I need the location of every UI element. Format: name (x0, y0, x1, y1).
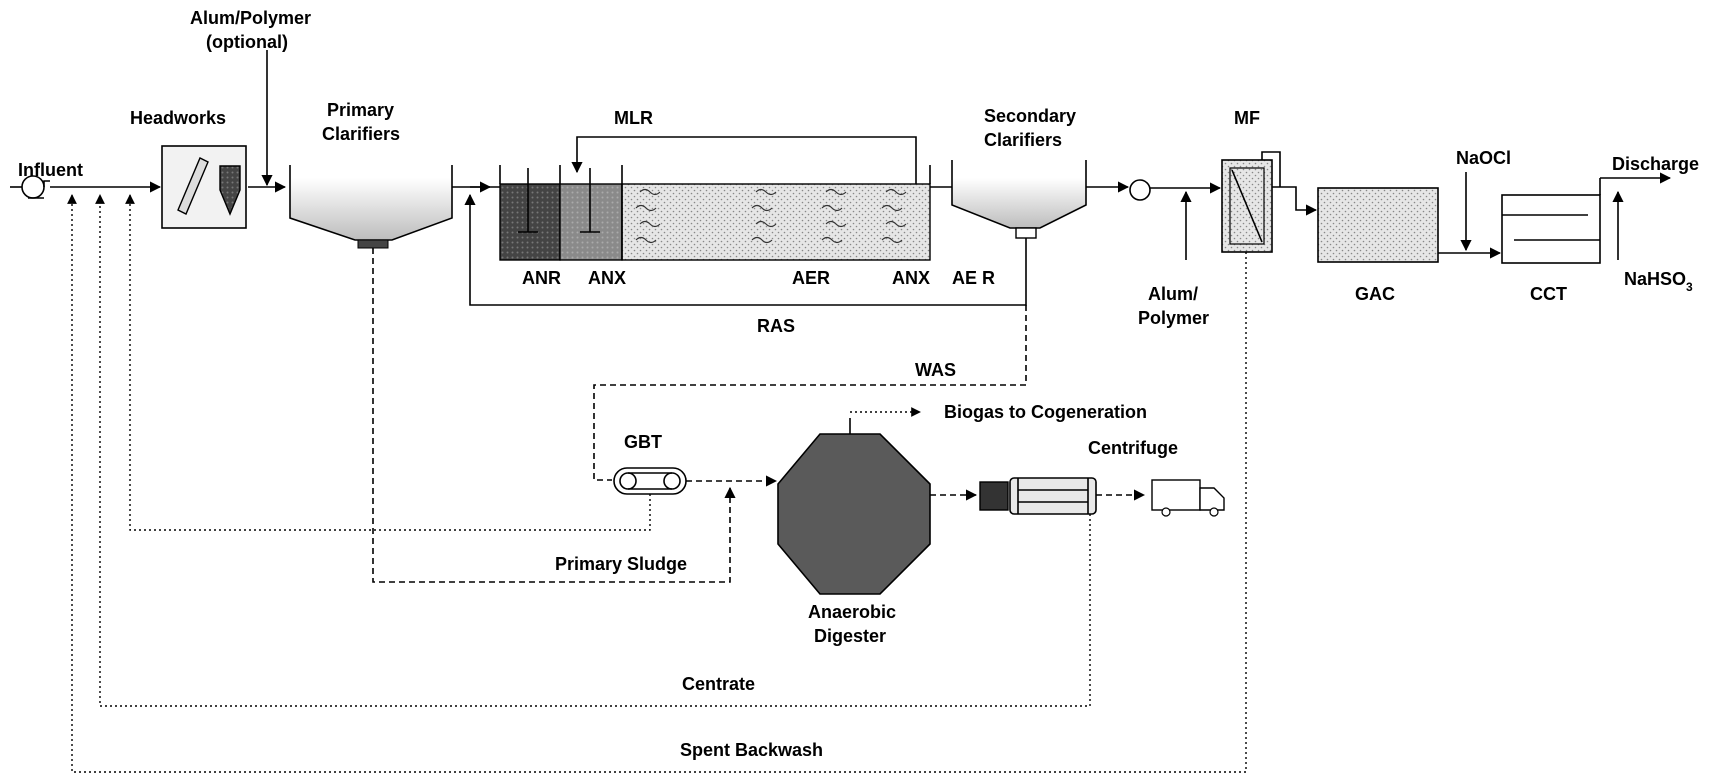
primary-clarifiers-label-2: Clarifiers (322, 124, 400, 144)
gbt-unit (613, 467, 687, 495)
secondary-clarifiers-label-1: Secondary (984, 106, 1076, 126)
biogas-label: Biogas to Cogeneration (944, 402, 1147, 422)
anaerobic-digester-label-1: Anaerobic (808, 602, 896, 622)
mf-feed-pump-icon (1129, 179, 1151, 201)
anaerobic-digester-label-2: Digester (814, 626, 886, 646)
bar-screen-icon (177, 157, 209, 215)
gac-label: GAC (1355, 284, 1395, 304)
truck-icon (1151, 479, 1225, 517)
bioreactor-basin (499, 165, 931, 261)
anr-label: ANR (522, 268, 561, 288)
centrifuge-label: Centrifuge (1088, 438, 1178, 458)
anx-label-1: ANX (588, 268, 626, 288)
anx-label-2: ANX (892, 268, 930, 288)
primary-sludge-label: Primary Sludge (555, 554, 687, 574)
main-flow-line (10, 172, 1672, 259)
nahso3-label: NaHSO3 (1624, 269, 1693, 294)
mixer-icon (518, 168, 600, 233)
cct-unit (1501, 178, 1601, 264)
grit-chamber-icon (219, 165, 241, 216)
mf-unit (1221, 151, 1281, 253)
primary-clarifier (289, 165, 453, 249)
secondary-clarifier (951, 160, 1087, 239)
naocl-label: NaOCl (1456, 148, 1511, 168)
primary-clarifiers-label-1: Primary (327, 100, 394, 120)
was-label: WAS (915, 360, 956, 380)
headworks-unit (161, 145, 247, 229)
spent-backwash-label: Spent Backwash (680, 740, 823, 760)
mf-label: MF (1234, 108, 1260, 128)
centrifuge-unit (979, 477, 1097, 515)
alum-polymer-optional-label: Alum/Polymer (190, 8, 311, 28)
alum-polymer-label-2: Polymer (1138, 308, 1209, 328)
cct-label: CCT (1530, 284, 1567, 304)
centrate-label: Centrate (682, 674, 755, 694)
aer-label-1: AER (792, 268, 830, 288)
ras-label: RAS (757, 316, 795, 336)
gac-unit (1317, 187, 1439, 263)
discharge-label: Discharge (1612, 154, 1699, 174)
anaerobic-digester (777, 433, 931, 595)
influent-label: Influent (18, 160, 83, 180)
mlr-label: MLR (614, 108, 653, 128)
secondary-clarifiers-label-2: Clarifiers (984, 130, 1062, 150)
gbt-label: GBT (624, 432, 662, 452)
headworks-label: Headworks (130, 108, 226, 128)
aer-label-2: AE R (952, 268, 995, 288)
optional-label: (optional) (206, 32, 288, 52)
alum-polymer-label-1: Alum/ (1148, 284, 1198, 304)
diffuser-icon (635, 188, 907, 244)
